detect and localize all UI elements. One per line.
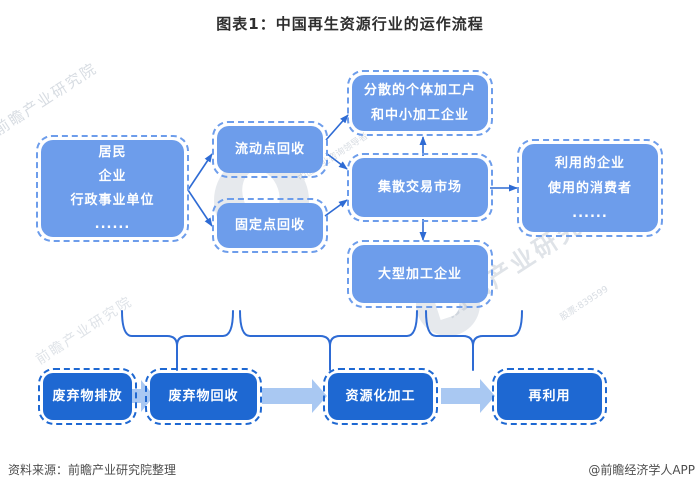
data-source-note: 资料来源：前瞻产业研究院整理 [8, 463, 177, 477]
box-line: 行政事业单位 [70, 192, 155, 208]
box-end-users: 利用的企业 使用的消费者 ...... [517, 139, 663, 237]
box-trading-market: 集散交易市场 [347, 153, 493, 222]
credit-note: @前瞻经济学人APP [588, 463, 695, 477]
block-arrow-discharge-to-recycle [127, 380, 154, 412]
box-line: 企业 [98, 168, 127, 184]
box-mobile-recycle: 流动点回收 [212, 121, 328, 178]
box-line: 大型加工企业 [377, 266, 462, 282]
box-line: 使用的消费者 [547, 180, 632, 196]
arrow-mobile-to-scattered [325, 114, 349, 141]
arrow-mobile-to-market [325, 152, 348, 170]
brace-reuse-stage [425, 310, 523, 371]
box-line: ...... [94, 216, 131, 232]
box-line: 固定点回收 [234, 218, 305, 233]
box-stage-reuse: 再利用 [492, 368, 607, 425]
box-line: 废弃物回收 [168, 389, 239, 404]
box-line: 利用的企业 [554, 155, 625, 171]
figure-title: 图表1：中国再生资源行业的运作流程 [216, 15, 484, 33]
arrow-fixed-to-market [324, 199, 348, 217]
box-line: 和中小加工企业 [370, 108, 469, 123]
brace-processing-stage [239, 310, 418, 371]
box-stage-waste-recycle: 废弃物回收 [145, 368, 262, 425]
box-line: 分散的个体加工户 [363, 83, 476, 98]
box-scattered-processors: 分散的个体加工户 和中小加工企业 [347, 70, 493, 136]
block-arrow-processing-to-reuse [441, 379, 495, 413]
box-line: 居民 [98, 144, 127, 160]
block-arrow-recycle-to-processing [262, 379, 327, 413]
box-line: 资源化加工 [345, 389, 416, 404]
box-source: 居民 企业 行政事业单位 ...... [36, 135, 189, 242]
brace-recycle-stage [121, 310, 234, 371]
box-stage-waste-discharge: 废弃物排放 [38, 368, 137, 425]
arrow-source-to-fixed [187, 189, 213, 227]
box-line: 废弃物排放 [52, 389, 123, 404]
box-line: 流动点回收 [234, 142, 305, 157]
box-large-processors: 大型加工企业 [347, 240, 493, 308]
arrow-source-to-mobile [187, 153, 213, 191]
box-line: 再利用 [528, 389, 571, 404]
box-fixed-recycle: 固定点回收 [212, 198, 328, 253]
box-line: ...... [572, 205, 608, 221]
box-line: 集散交易市场 [377, 180, 462, 195]
box-stage-resource-processing: 资源化加工 [323, 368, 438, 425]
